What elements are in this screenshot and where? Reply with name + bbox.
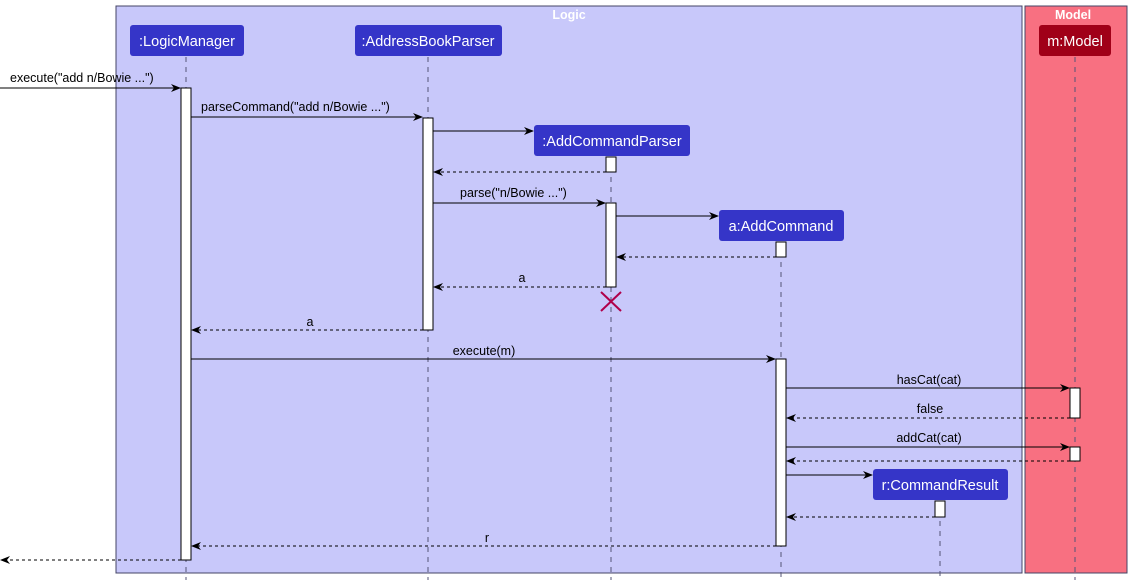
model-group-title: Model [1055,8,1091,22]
activation-add-command-parser-ctor [605,156,617,173]
svg-text::AddCommandParser: :AddCommandParser [542,134,682,150]
message-execute-in: execute("add n/Bowie ...") [0,71,181,92]
svg-text:a: a [307,315,314,329]
activation-model-addcat [1069,446,1081,462]
svg-text:a: a [519,271,526,285]
model-group [1024,5,1128,574]
message-execute-m: execute(m) [191,344,776,363]
participant-address-book-parser[interactable]: :AddressBookParser [355,25,502,56]
message-parse-command: parseCommand("add n/Bowie ...") [191,100,423,121]
svg-text:parseCommand("add n/Bowie ...": parseCommand("add n/Bowie ...") [201,100,390,114]
participant-logic-manager[interactable]: :LogicManager [130,25,244,56]
message-parse: parse("n/Bowie ...") [433,186,606,207]
svg-text:a:AddCommand: a:AddCommand [729,219,834,235]
participant-command-result[interactable]: r:CommandResult [873,469,1008,500]
svg-text:execute("add n/Bowie ..."): execute("add n/Bowie ...") [10,71,154,85]
activation-address-book-parser [422,117,434,331]
participant-add-command-parser[interactable]: :AddCommandParser [534,125,690,156]
svg-text:r:CommandResult: r:CommandResult [882,478,999,494]
svg-text:m:Model: m:Model [1047,34,1103,50]
svg-text:hasCat(cat): hasCat(cat) [897,373,962,387]
participant-add-command[interactable]: a:AddCommand [719,210,844,241]
svg-text:false: false [917,402,943,416]
activation-logic-manager [180,87,192,561]
return-a-from-parser: a [433,271,606,291]
logic-group-title: Logic [552,8,585,22]
activation-command-result [934,500,946,518]
svg-text:r: r [485,531,489,545]
activation-add-command-execute [775,358,787,547]
message-add-cat: addCat(cat) [786,431,1070,451]
svg-text:execute(m): execute(m) [453,344,516,358]
activation-add-command-ctor [775,241,787,258]
destroy-add-command-parser [600,291,622,312]
svg-text::AddressBookParser: :AddressBookParser [362,34,495,50]
return-r: r [191,531,776,550]
activation-model-hascat [1069,387,1081,419]
return-a-from-address-book-parser: a [191,315,423,334]
svg-text:parse("n/Bowie ..."): parse("n/Bowie ...") [460,186,567,200]
activation-add-command-parser-parse [605,202,617,288]
svg-text::LogicManager: :LogicManager [139,34,235,50]
message-has-cat: hasCat(cat) [786,373,1070,392]
svg-text:addCat(cat): addCat(cat) [896,431,961,445]
return-false: false [786,402,1070,422]
participant-model[interactable]: m:Model [1039,25,1111,56]
